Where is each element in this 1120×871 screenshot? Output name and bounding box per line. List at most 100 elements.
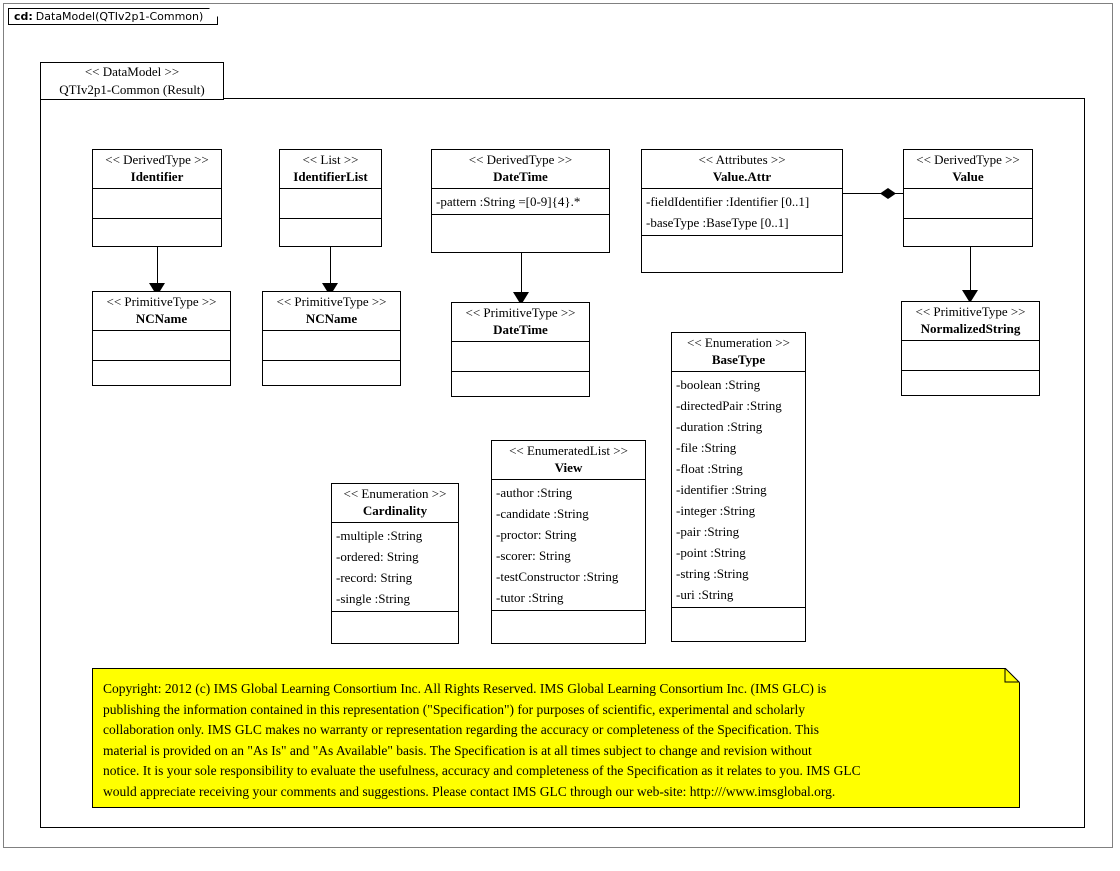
- class-attribute: -tutor :String: [496, 590, 564, 605]
- generalization-line-datetime: [521, 252, 522, 300]
- class-name: NCName: [305, 311, 358, 326]
- package-frame: [40, 98, 1085, 828]
- class-stereotype: << Attributes >>: [698, 152, 786, 167]
- class-box-value[interactable]: << DerivedType >> Value: [903, 149, 1033, 247]
- class-header: << PrimitiveType >> NCName: [263, 292, 400, 331]
- note-line: publishing the information contained in …: [103, 701, 805, 717]
- class-attribute: -boolean :String: [676, 377, 761, 392]
- class-stereotype: << Enumeration >>: [343, 486, 447, 501]
- note-line: collaboration only. IMS GLC makes no war…: [103, 722, 820, 737]
- class-attribute: -duration :String: [676, 419, 763, 434]
- class-attribute: -float :String: [676, 461, 743, 476]
- class-box-ncname-1[interactable]: << PrimitiveType >> NCName: [92, 291, 231, 386]
- class-attributes-compartment: -pattern :String =[0-9]{4}.*: [432, 189, 609, 215]
- class-box-normalizedstring[interactable]: << PrimitiveType >> NormalizedString: [901, 301, 1040, 396]
- class-attribute: -directedPair :String: [676, 398, 782, 413]
- generalization-line-identifier-ncname: [157, 246, 158, 291]
- note-text: Copyright: 2012 (c) IMS Global Learning …: [93, 669, 1019, 802]
- class-operations-compartment: [672, 608, 805, 630]
- class-stereotype: << List >>: [302, 152, 359, 167]
- class-stereotype: << PrimitiveType >>: [915, 304, 1026, 319]
- class-attribute: -uri :String: [676, 587, 734, 602]
- class-box-datetime-derived[interactable]: << DerivedType >> DateTime -pattern :Str…: [431, 149, 610, 253]
- class-header: << PrimitiveType >> NormalizedString: [902, 302, 1039, 341]
- class-header: << List >> IdentifierList: [280, 150, 381, 189]
- class-stereotype: << PrimitiveType >>: [465, 305, 576, 320]
- class-name: Value: [952, 169, 984, 184]
- class-header: << PrimitiveType >> NCName: [93, 292, 230, 331]
- class-attributes-compartment: [280, 189, 381, 219]
- class-header: << DerivedType >> DateTime: [432, 150, 609, 189]
- generalization-arrow-value-normalizedstring: [962, 290, 978, 303]
- generalization-arrow-datetime: [513, 292, 529, 305]
- class-attribute: -pair :String: [676, 524, 740, 539]
- note-line: material is provided on an "As Is" and "…: [103, 742, 812, 758]
- class-name: DateTime: [493, 322, 548, 337]
- class-attributes-compartment: [93, 331, 230, 361]
- class-name: Identifier: [130, 169, 184, 184]
- generalization-line-identifierlist-ncname: [330, 246, 331, 291]
- class-attribute: -point :String: [676, 545, 746, 560]
- class-header: << PrimitiveType >> DateTime: [452, 303, 589, 342]
- class-attributes-compartment: -fieldIdentifier :Identifier [0..1] -bas…: [642, 189, 842, 236]
- class-attribute: -fieldIdentifier :Identifier [0..1]: [646, 194, 810, 209]
- class-attribute: -single :String: [336, 591, 411, 606]
- class-box-cardinality[interactable]: << Enumeration >> Cardinality -multiple …: [331, 483, 459, 644]
- class-stereotype: << DerivedType >>: [916, 152, 1020, 167]
- class-name: Cardinality: [362, 503, 428, 518]
- class-operations-compartment: [93, 361, 230, 383]
- class-attributes-compartment: [452, 342, 589, 372]
- package-stereotype: << DataModel >>: [84, 64, 180, 79]
- class-stereotype: << Enumeration >>: [687, 335, 790, 350]
- class-attributes-compartment: [93, 189, 221, 219]
- note-line: Copyright: 2012 (c) IMS Global Learning …: [103, 681, 827, 696]
- class-box-view[interactable]: << EnumeratedList >> View -author :Strin…: [491, 440, 646, 644]
- class-box-ncname-2[interactable]: << PrimitiveType >> NCName: [262, 291, 401, 386]
- class-operations-compartment: [432, 215, 609, 237]
- class-attribute: -baseType :BaseType [0..1]: [646, 215, 789, 230]
- class-operations-compartment: [263, 361, 400, 383]
- note-fold-corner-icon: [1005, 668, 1020, 683]
- class-box-identifier[interactable]: << DerivedType >> Identifier: [92, 149, 222, 247]
- class-attribute: -testConstructor :String: [496, 569, 619, 584]
- class-stereotype: << DerivedType >>: [105, 152, 209, 167]
- class-box-datetime-primitive[interactable]: << PrimitiveType >> DateTime: [451, 302, 590, 397]
- class-attributes-compartment: [904, 189, 1032, 219]
- class-box-identifierlist[interactable]: << List >> IdentifierList: [279, 149, 382, 247]
- class-box-value-attr[interactable]: << Attributes >> Value.Attr -fieldIdenti…: [641, 149, 843, 273]
- class-attribute: -multiple :String: [336, 528, 423, 543]
- class-operations-compartment: [452, 372, 589, 394]
- diagram-title-key: cd:: [14, 10, 33, 23]
- package-header: << DataModel >> QTIv2p1-Common (Result): [40, 62, 224, 100]
- diagram-title-tab: cd: DataModel(QTIv2p1-Common): [8, 8, 219, 25]
- package-name: QTIv2p1-Common (Result): [59, 82, 205, 97]
- diagram-outer-border: [3, 3, 1113, 848]
- class-stereotype: << EnumeratedList >>: [509, 443, 628, 458]
- composition-diamond-icon: [880, 188, 896, 199]
- class-header: << Enumeration >> Cardinality: [332, 484, 458, 523]
- class-attribute: -author :String: [496, 485, 573, 500]
- class-name: DateTime: [493, 169, 548, 184]
- class-attribute: -string :String: [676, 566, 749, 581]
- class-stereotype: << PrimitiveType >>: [106, 294, 217, 309]
- class-attribute: -candidate :String: [496, 506, 589, 521]
- class-attribute: -record: String: [336, 570, 413, 585]
- class-operations-compartment: [904, 219, 1032, 241]
- class-operations-compartment: [280, 219, 381, 241]
- class-operations-compartment: [93, 219, 221, 241]
- class-attribute: -file :String: [676, 440, 737, 455]
- class-attribute: -pattern :String =[0-9]{4}.*: [436, 194, 581, 209]
- class-stereotype: << PrimitiveType >>: [276, 294, 387, 309]
- tab-corner-cut-icon: [209, 8, 219, 17]
- class-box-basetype[interactable]: << Enumeration >> BaseType -boolean :Str…: [671, 332, 806, 642]
- class-attribute: -proctor: String: [496, 527, 577, 542]
- class-attributes-compartment: [263, 331, 400, 361]
- class-attribute: -ordered: String: [336, 549, 419, 564]
- class-name: NormalizedString: [920, 321, 1021, 336]
- diagram-title-text: DataModel(QTIv2p1-Common): [35, 10, 204, 23]
- class-header: << DerivedType >> Value: [904, 150, 1032, 189]
- class-header: << Attributes >> Value.Attr: [642, 150, 842, 189]
- class-operations-compartment: [902, 371, 1039, 393]
- class-attribute: -identifier :String: [676, 482, 767, 497]
